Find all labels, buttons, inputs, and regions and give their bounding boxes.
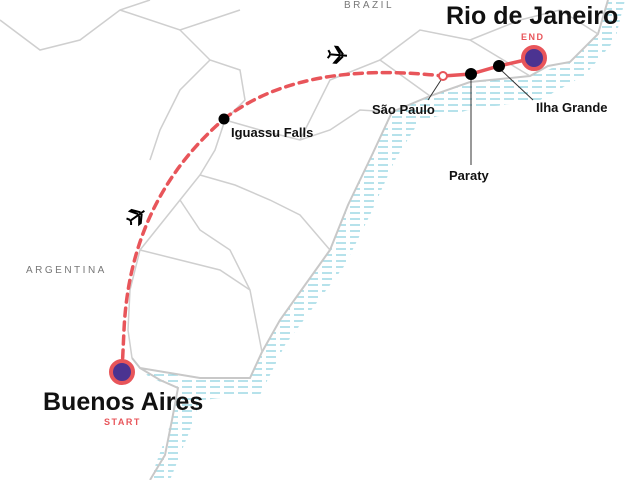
country-label-brazil: BRAZIL (344, 0, 395, 11)
marker-rio-de-janeiro[interactable] (521, 45, 547, 71)
leader-lines (427, 69, 534, 165)
city-label-buenos-aires: Buenos Aires (43, 388, 204, 416)
route-ground-leg (442, 56, 535, 78)
airplane-icon (126, 208, 145, 227)
route (120, 56, 535, 374)
marker-buenos-aires[interactable] (109, 359, 135, 385)
marker-paraty[interactable] (465, 68, 477, 80)
coastline (131, 0, 609, 480)
country-borders (0, 0, 599, 359)
route-flight-leg-2 (222, 70, 445, 121)
airplane-icon (326, 45, 348, 64)
start-tag: START (104, 417, 141, 427)
end-tag: END (521, 32, 545, 42)
route-flight-leg-1 (120, 117, 226, 374)
ocean-hatching (140, 0, 625, 480)
city-label-ilha-grande: Ilha Grande (536, 100, 608, 115)
marker-sao-paulo[interactable] (438, 71, 448, 81)
country-label-argentina: ARGENTINA (26, 265, 107, 276)
city-label-paraty: Paraty (449, 168, 489, 183)
marker-iguassu-falls[interactable] (218, 113, 230, 125)
marker-ilha-grande[interactable] (493, 60, 505, 72)
city-label-sao-paulo: São Paulo (372, 102, 435, 117)
city-label-iguassu-falls: Iguassu Falls (231, 125, 314, 140)
city-label-rio-de-janeiro: Rio de Janeiro (446, 2, 619, 30)
